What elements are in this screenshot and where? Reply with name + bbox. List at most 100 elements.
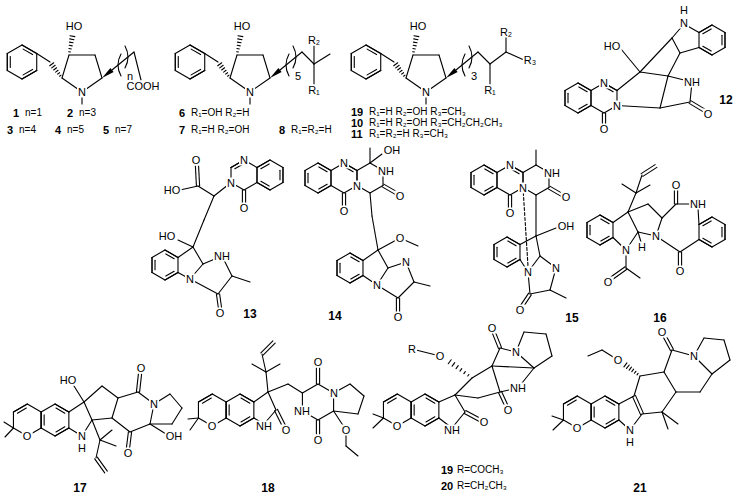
ring-bond [7, 71, 22, 80]
ring-bond [411, 418, 425, 426]
ring-bond [591, 404, 592, 420]
bond [455, 395, 465, 412]
double-bond [605, 113, 606, 124]
ring-bond [282, 168, 283, 183]
compound-number: 14 [327, 310, 342, 322]
double-bond [140, 374, 142, 392]
hashed-bond [60, 75, 61, 76]
bond [563, 396, 577, 404]
atom-label: 3 [470, 71, 478, 82]
ring-bond [484, 188, 497, 196]
double-bond [635, 395, 643, 413]
ring-bond [698, 33, 699, 48]
double-bond [319, 368, 320, 384]
bond [638, 232, 641, 242]
ring-bond [587, 238, 600, 246]
ring-bond [165, 273, 178, 281]
ring-bond [351, 71, 366, 80]
atom-label: O [561, 192, 572, 203]
bond [680, 240, 699, 253]
ring-bond [175, 54, 176, 71]
double-bond [191, 69, 200, 74]
hashed-bond [69, 42, 73, 44]
bond [372, 216, 378, 250]
ring-bond [493, 245, 494, 260]
hashed-bond [396, 65, 399, 68]
ring-bond [226, 402, 227, 418]
bond [724, 33, 725, 48]
atom-label: HO [59, 375, 78, 386]
ring-bond [425, 418, 439, 426]
compound-number: 3 [6, 125, 14, 136]
double-bond [567, 400, 576, 405]
repeat-bracket [293, 46, 296, 68]
atom-label: O [503, 405, 514, 416]
hashed-bond [414, 35, 419, 37]
double-bond [23, 49, 32, 54]
atom-label: R [407, 344, 417, 355]
hashed-bond [70, 35, 75, 37]
double-bond [508, 195, 509, 208]
bond [470, 173, 471, 188]
double-bond [601, 236, 609, 241]
bond [613, 212, 628, 223]
atom-label: O [393, 312, 404, 323]
ring-bond [578, 106, 591, 114]
atom-label: N [621, 245, 631, 256]
ring-bond [507, 237, 520, 245]
atom-label: NH [543, 168, 561, 179]
compound-number: 6 [178, 108, 186, 119]
ring-bond [256, 168, 257, 183]
ring-bond [318, 186, 331, 194]
atom-label: NH [443, 425, 461, 436]
atom-label: R₂ [307, 35, 321, 46]
bond [489, 64, 490, 84]
bond [100, 440, 116, 446]
double-bond [216, 294, 218, 308]
bond [313, 64, 314, 84]
bond [378, 250, 388, 268]
ring-bond [591, 420, 605, 428]
hashed-bond [464, 372, 465, 374]
bond [668, 53, 680, 76]
double-bond [678, 252, 679, 266]
bond [336, 261, 337, 276]
compound-number: 16 [652, 312, 667, 324]
bond [699, 48, 712, 56]
double-bond [307, 173, 308, 183]
bond [546, 334, 552, 356]
bond [204, 196, 214, 220]
ring-bond [380, 54, 381, 71]
double-bond [493, 334, 499, 349]
ring-bond [600, 238, 613, 246]
double-bond [703, 29, 711, 34]
double-bond [396, 298, 397, 312]
bond [370, 154, 382, 163]
compound-number: 20 [440, 481, 454, 492]
bond [318, 186, 331, 194]
bond [178, 240, 193, 247]
double-bond [511, 195, 512, 208]
atom-label: O [207, 421, 218, 432]
ring-bond [240, 394, 254, 402]
compound-number: 11 [350, 129, 364, 140]
double-bond [316, 420, 317, 434]
substituent-note: n=5 [66, 125, 85, 135]
bond [456, 52, 478, 70]
bond [175, 54, 176, 71]
ring-bond [27, 404, 41, 412]
bond [699, 217, 712, 225]
atom-label: HO [65, 21, 84, 32]
bond [118, 392, 138, 398]
atom-label: H [77, 443, 87, 454]
ring-bond [605, 420, 619, 428]
bond [358, 396, 364, 414]
bond [5, 428, 13, 437]
hashed-bond [468, 375, 469, 376]
ring-bond [36, 54, 37, 71]
bond [478, 392, 500, 398]
ring-bond [383, 394, 397, 402]
ring-bond [494, 260, 507, 268]
substituent-note: R₁=H R₂=OH R₃=CH₂CH₂CH₃ [368, 118, 503, 128]
double-bond [367, 69, 376, 74]
